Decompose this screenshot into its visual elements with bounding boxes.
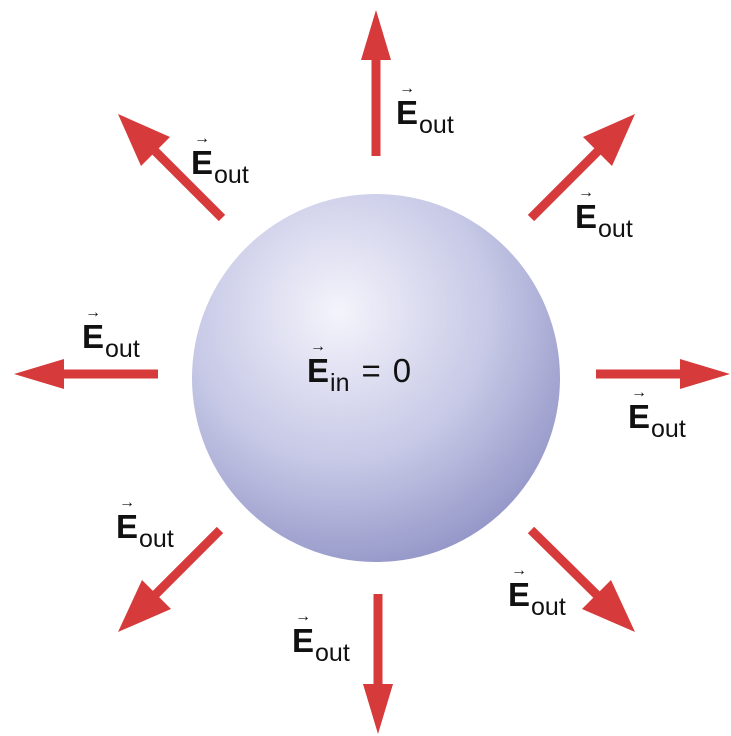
field-arrow-left xyxy=(14,359,158,389)
vector-arrow-icon: → xyxy=(399,81,415,97)
field-arrow-up xyxy=(361,10,391,156)
vector-arrow-icon: → xyxy=(511,563,527,579)
vector-arrow-icon: → xyxy=(194,131,210,147)
field-label-lower-left: →Eout xyxy=(116,510,174,552)
field-label-upper-right: →Eout xyxy=(575,200,633,242)
field-label-upper-left: →Eout xyxy=(191,146,249,188)
field-arrow-right xyxy=(596,359,730,389)
vector-arrow-icon: → xyxy=(295,609,311,625)
field-label-bottom: →Eout xyxy=(292,624,350,666)
vector-arrow-icon: → xyxy=(578,185,594,201)
vector-arrow-icon: → xyxy=(119,495,135,511)
field-arrow-down xyxy=(363,594,393,734)
vector-arrow-icon: → xyxy=(631,385,647,401)
field-label-left: →Eout xyxy=(82,320,140,362)
inside-field-label: →Ein=0 xyxy=(307,354,411,396)
field-label-top: →Eout xyxy=(396,96,454,138)
field-label-right: →Eout xyxy=(628,400,686,442)
field-label-lower-right: →Eout xyxy=(508,578,566,620)
vector-arrow-icon: → xyxy=(310,339,326,355)
vector-arrow-icon: → xyxy=(85,305,101,321)
